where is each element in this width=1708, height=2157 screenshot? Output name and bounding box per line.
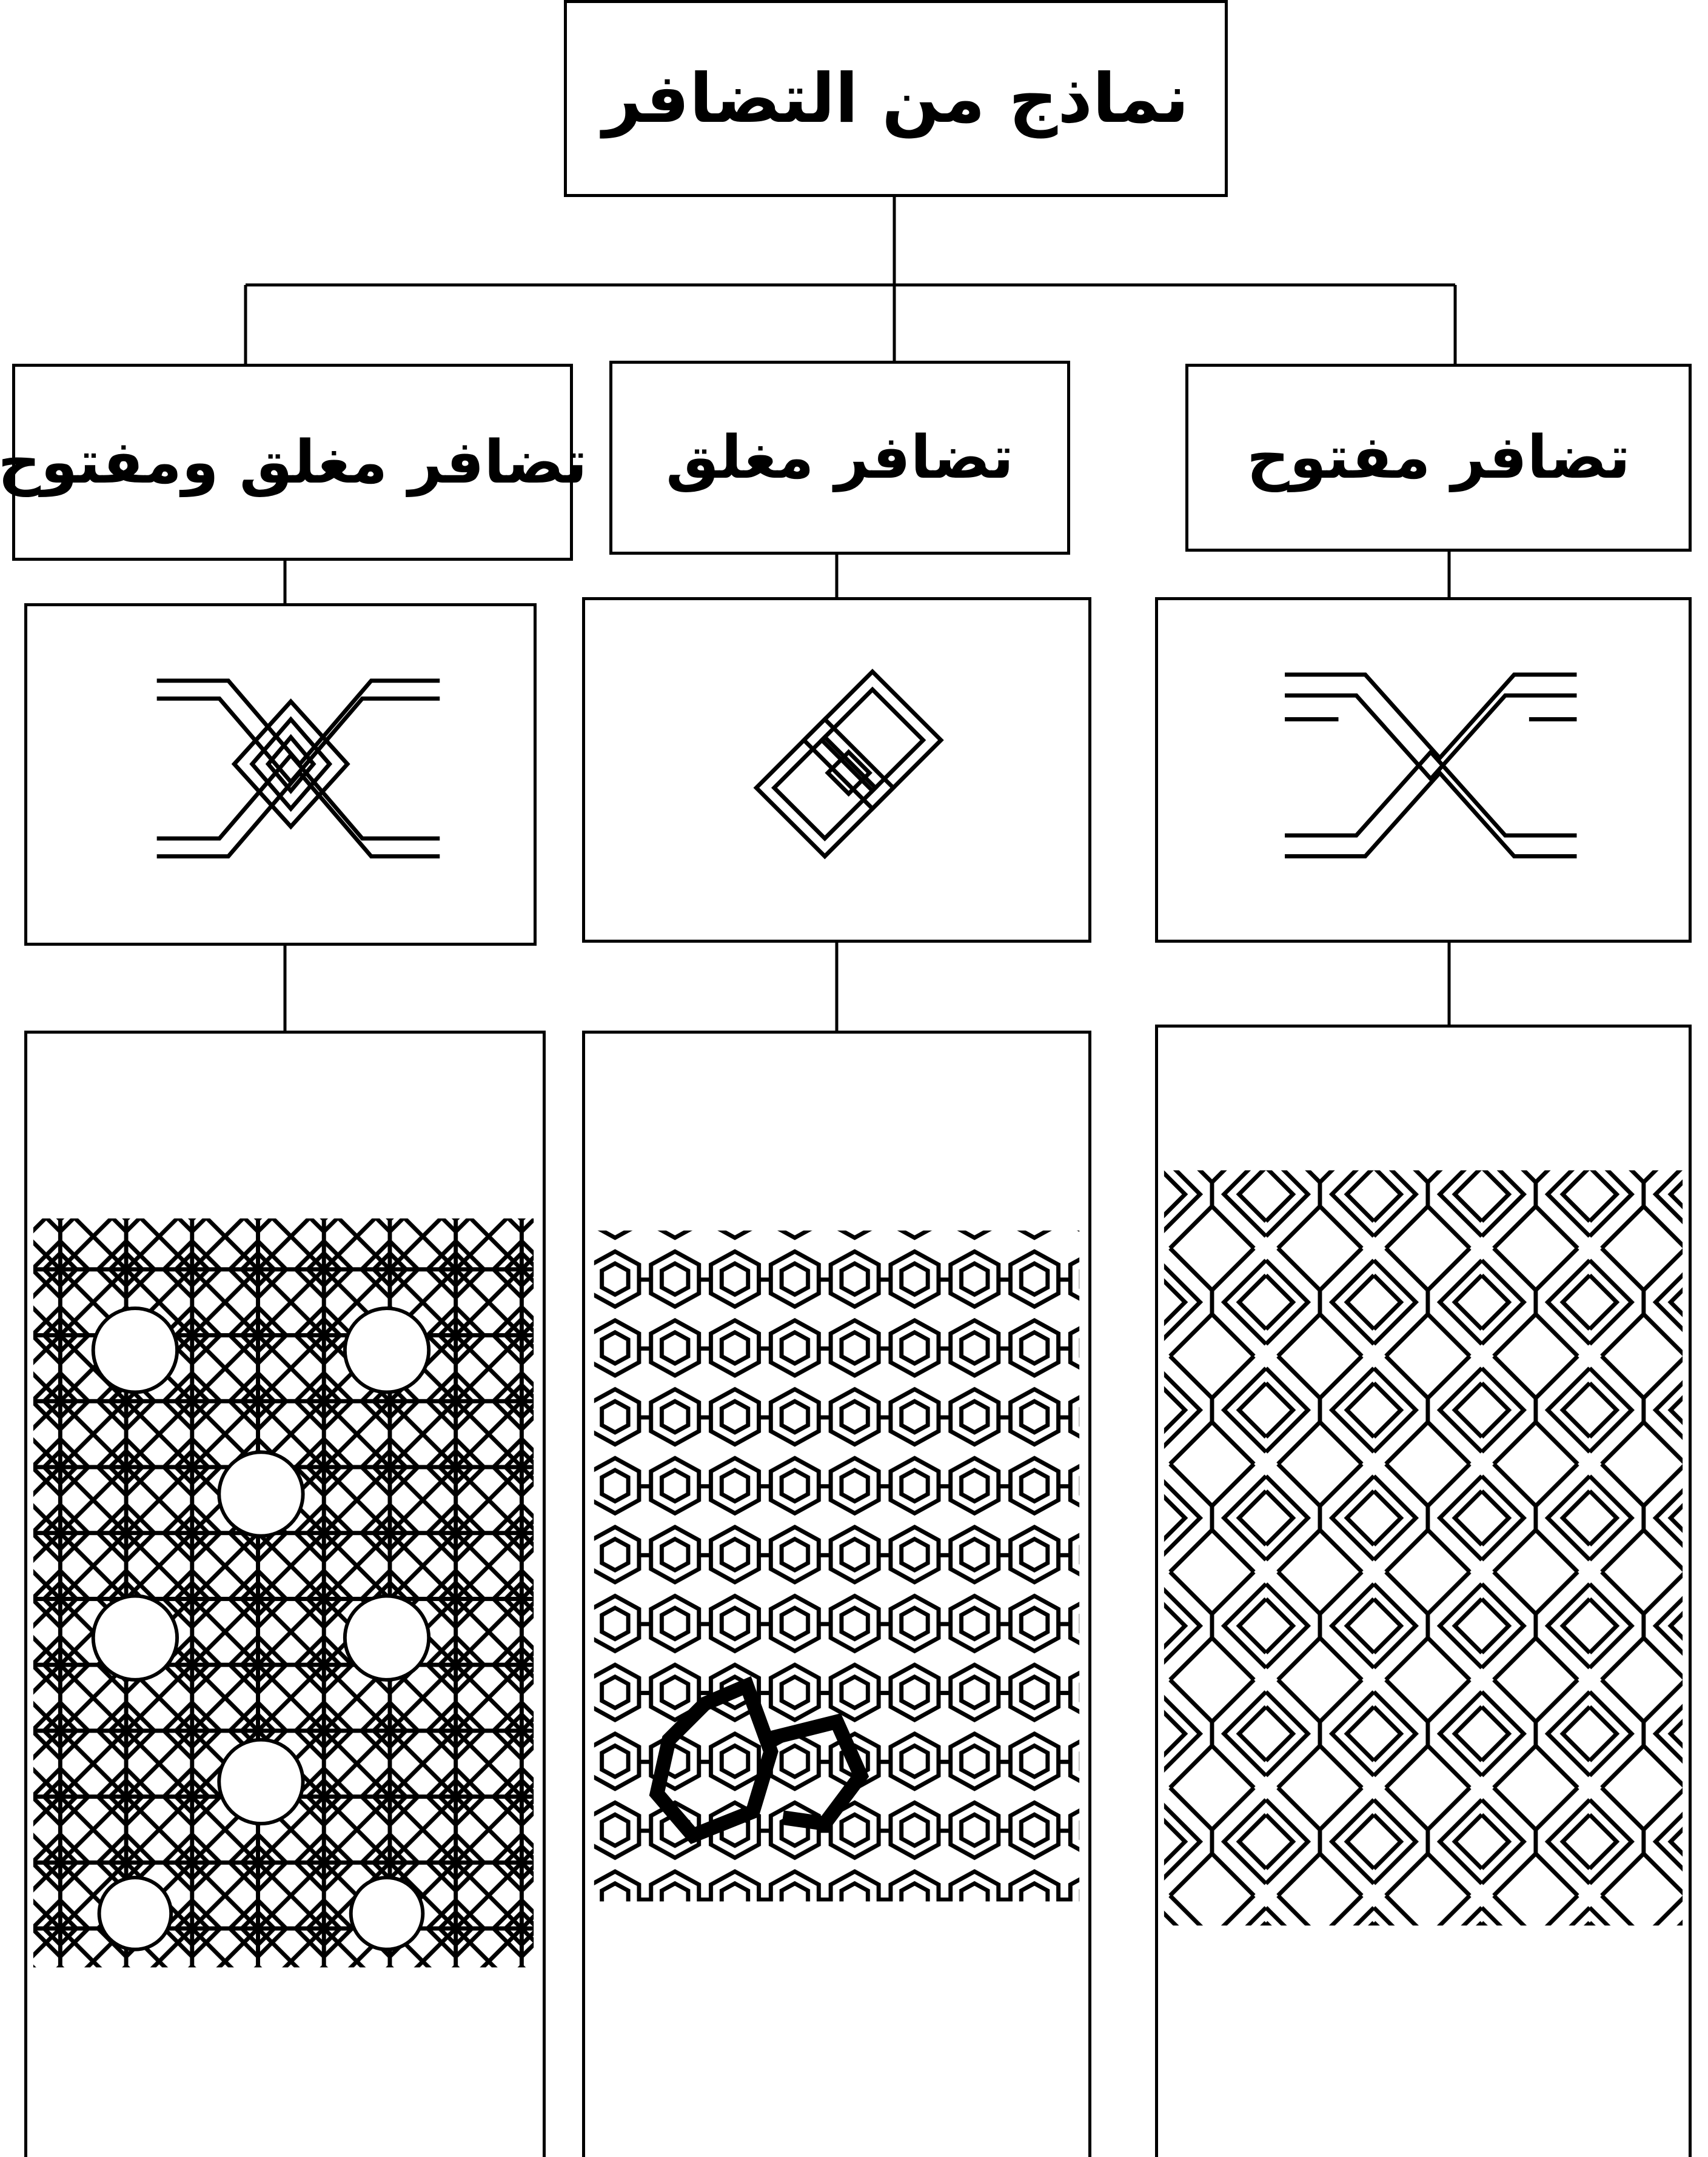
closed-interlace-pattern — [582, 1031, 1091, 2157]
closed-open-interlace-icon-svg — [27, 606, 534, 943]
closed-open-interlace-pattern — [24, 1031, 546, 2157]
closed-interlace-icon — [582, 597, 1091, 943]
closed-interlace-icon-svg — [585, 600, 1088, 940]
closed-open-interlace-pattern-svg — [27, 1034, 543, 2157]
category-label-closed-open: تضافر مغلق ومفتوح — [0, 428, 588, 497]
title-box: نماذج من التضافر — [564, 0, 1228, 197]
open-interlace-icon-svg — [1158, 600, 1689, 940]
category-label-open: تضافر مفتوح — [1247, 423, 1630, 492]
open-interlace-pattern — [1155, 1025, 1692, 2157]
open-interlace-icon — [1155, 597, 1692, 943]
closed-open-interlace-icon — [24, 603, 537, 946]
category-box-closed-open: تضافر مغلق ومفتوح — [12, 364, 573, 561]
category-label-closed: تضافر مغلق — [666, 423, 1014, 492]
category-box-open: تضافر مفتوح — [1185, 364, 1692, 552]
closed-interlace-pattern-svg — [585, 1034, 1088, 2157]
title-label: نماذج من التضافر — [603, 59, 1189, 138]
category-box-closed: تضافر مغلق — [609, 361, 1070, 555]
open-interlace-pattern-svg — [1158, 1028, 1689, 2157]
